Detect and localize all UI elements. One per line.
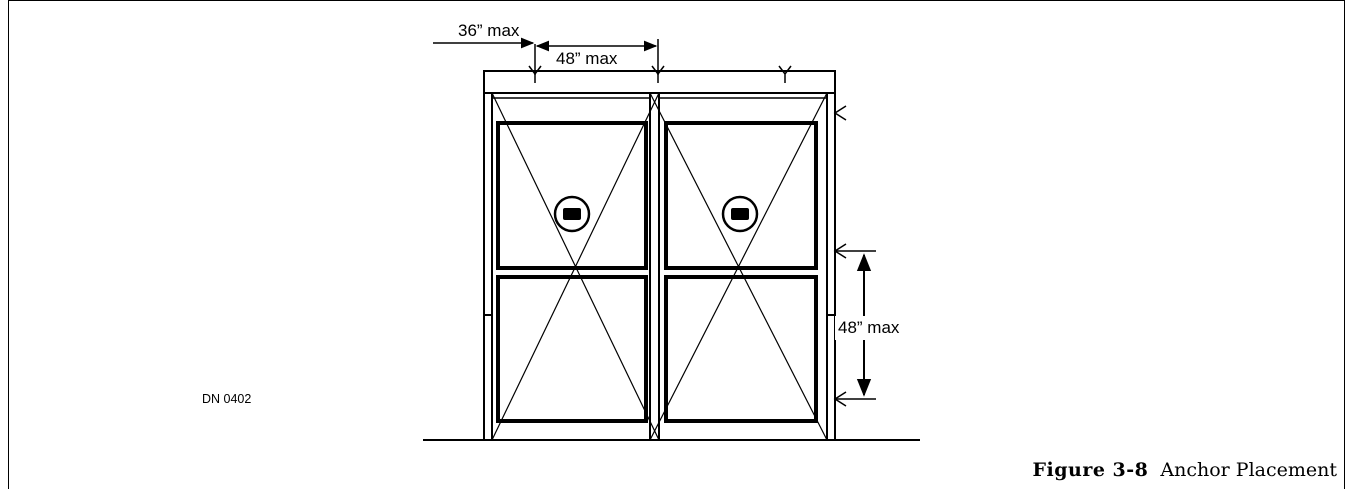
side-anchor-markers [833,105,876,407]
edge-offset-dimension [433,37,536,75]
figure-caption: Figure 3-8 Anchor Placement [1033,459,1337,481]
top-anchor-markers [528,65,792,83]
right-door-handle-icon [721,195,759,233]
figure-number: Figure 3-8 [1032,459,1149,481]
edge-offset-label: 36” max [458,21,520,40]
top-spacing-label: 48” max [556,49,618,68]
figure-title: Anchor Placement [1160,459,1337,481]
left-door-handle-icon [553,195,591,233]
door-frame [483,70,836,440]
top-spacing-dimension [535,39,659,75]
right-door-leaf [649,92,828,441]
side-spacing-label-bg [835,316,913,340]
figure-border [8,0,1345,489]
drawing-number: DN 0402 [202,392,251,406]
side-spacing-label: 48” max [838,318,900,337]
left-door-leaf [491,92,660,441]
